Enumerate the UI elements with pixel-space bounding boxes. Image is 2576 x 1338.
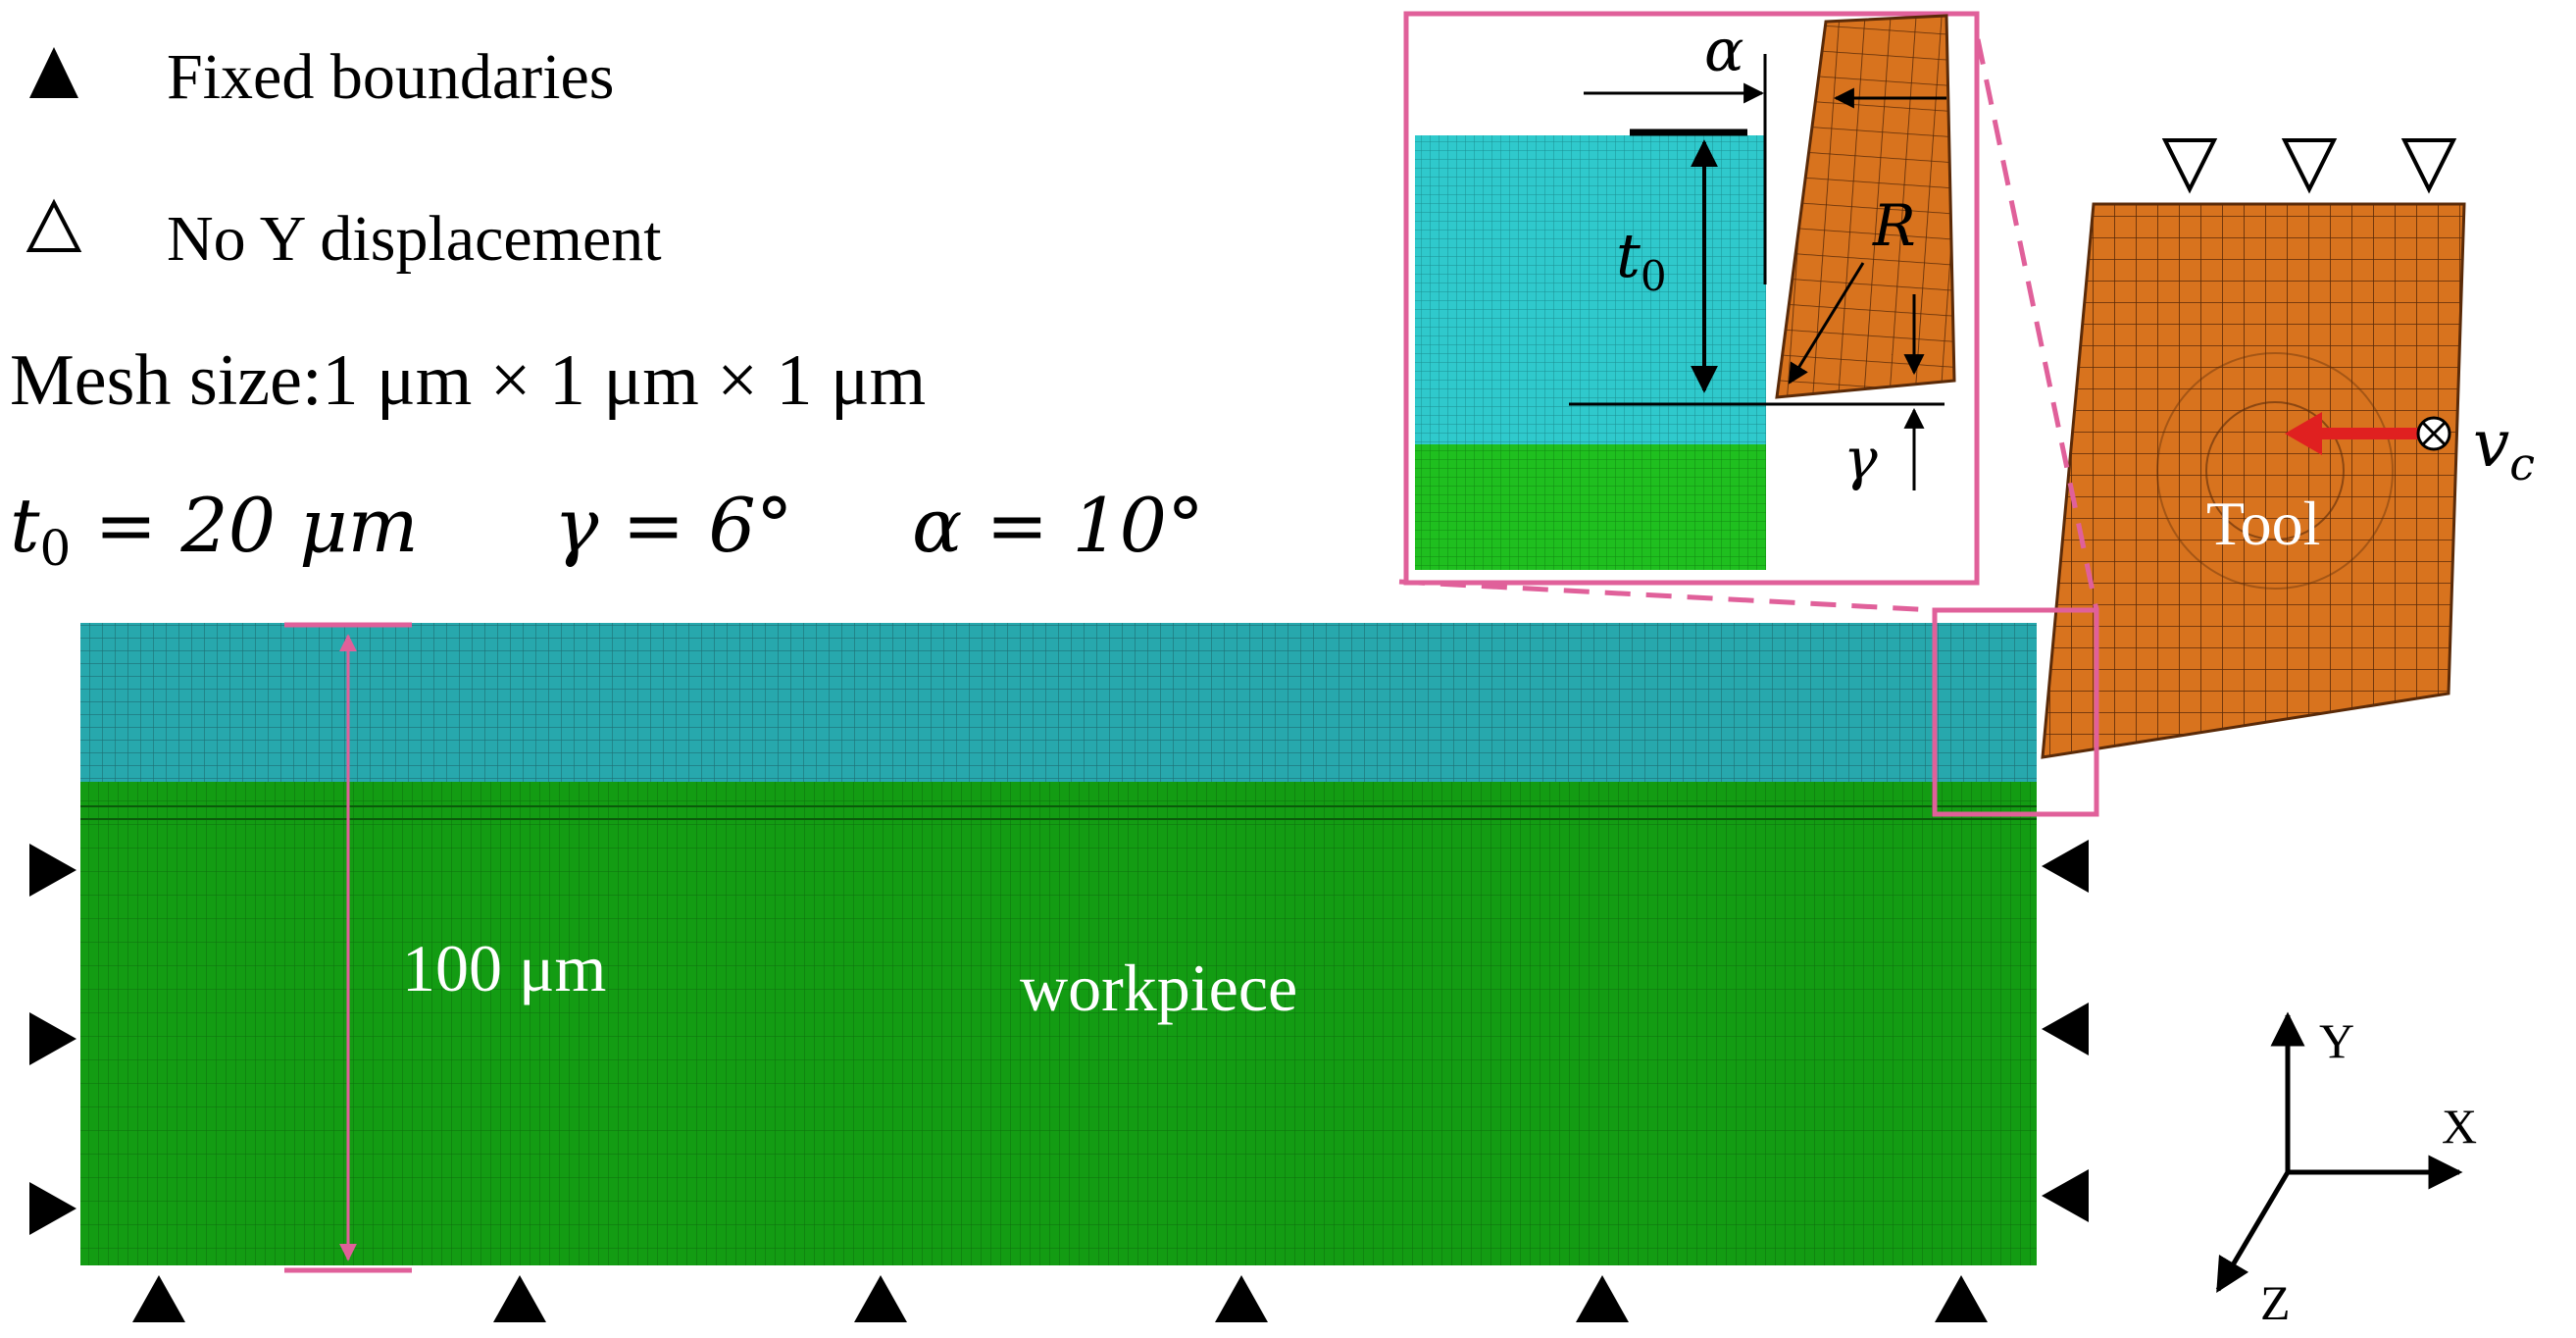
inset-chip-layer	[1415, 135, 1766, 444]
no-y-displacement-icon	[25, 198, 82, 252]
fixed-boundary-icon	[29, 47, 78, 98]
out-of-plane-cross	[2421, 421, 2447, 446]
y-axis-label: Y	[2319, 1013, 2354, 1068]
alpha-parameter: α = 10°	[912, 482, 1204, 569]
zoom-region-box	[1932, 607, 2099, 817]
zoom-connector-line	[1398, 579, 1936, 613]
workpiece-body	[80, 782, 2037, 1265]
fixed-boundary-icon	[29, 844, 76, 897]
velocity-label: vc	[2473, 406, 2535, 490]
t0-parameter: t0 = 20 μm	[10, 482, 419, 577]
no-y-displacement-icon	[2161, 138, 2218, 194]
zoom-indicator	[1398, 38, 2099, 817]
inset-workpiece	[1415, 444, 1766, 570]
fixed-boundary-icon	[29, 1182, 76, 1235]
fixed-boundaries-label: Fixed boundaries	[167, 41, 614, 113]
fixed-boundaries-left	[29, 844, 76, 1235]
fixed-boundary-icon	[2042, 840, 2089, 893]
tool-label: Tool	[2206, 489, 2320, 558]
mesh-size-label: Mesh size:1 μm × 1 μm × 1 μm	[10, 340, 926, 421]
tool-body	[2041, 202, 2466, 759]
no-y-displacement-icon	[2400, 138, 2457, 194]
inset-radius-label: R	[1872, 192, 1916, 259]
z-axis	[2215, 1170, 2291, 1294]
no-y-displacement-label: No Y displacement	[167, 203, 662, 275]
fixed-boundary-icon	[2042, 1003, 2089, 1055]
zoom-connector-line	[1975, 38, 2099, 611]
thickness-label: 100 μm	[402, 931, 606, 1005]
z-axis-label: Z	[2260, 1275, 2291, 1330]
fixed-boundaries-right	[2042, 840, 2089, 1222]
velocity-arrowhead	[2285, 412, 2322, 455]
inset-gamma-label: γ	[1844, 426, 1878, 492]
uncut-chip-layer	[80, 623, 2037, 782]
radius-arrow	[1788, 262, 1865, 385]
coordinate-axes: Y X Z	[2215, 1011, 2477, 1330]
fixed-boundary-icon	[493, 1275, 546, 1322]
fixed-boundary-icon	[1576, 1275, 1629, 1322]
legend: Fixed boundaries No Y displacement Mesh …	[10, 41, 926, 421]
inset-tool-tip	[1775, 14, 1956, 399]
workpiece-label: workpiece	[1020, 951, 1297, 1025]
parameters: t0 = 20 μm γ = 6° α = 10°	[10, 482, 1204, 577]
mesh-swirl	[2205, 401, 2345, 540]
fixed-boundaries-bottom	[132, 1275, 1988, 1322]
inset-t0-label: t0	[1616, 220, 1667, 300]
workpiece: workpiece 100 μm	[80, 622, 2037, 1273]
no-y-displacement-icon	[2281, 138, 2338, 194]
fixed-boundary-icon	[29, 1012, 76, 1065]
gamma-parameter: γ = 6°	[554, 482, 793, 569]
tool: Tool vc	[2041, 138, 2535, 759]
x-axis-label: X	[2442, 1099, 2477, 1154]
fixed-boundary-icon	[1215, 1275, 1268, 1322]
fixed-boundary-icon	[2042, 1169, 2089, 1222]
inset-alpha-label: α	[1704, 17, 1744, 85]
inset-detail: α t0 R γ	[1403, 11, 1980, 586]
fixed-boundary-icon	[854, 1275, 907, 1322]
fixed-boundary-icon	[132, 1275, 185, 1322]
mesh-swirl	[2156, 352, 2394, 590]
fixed-boundary-icon	[1935, 1275, 1988, 1322]
